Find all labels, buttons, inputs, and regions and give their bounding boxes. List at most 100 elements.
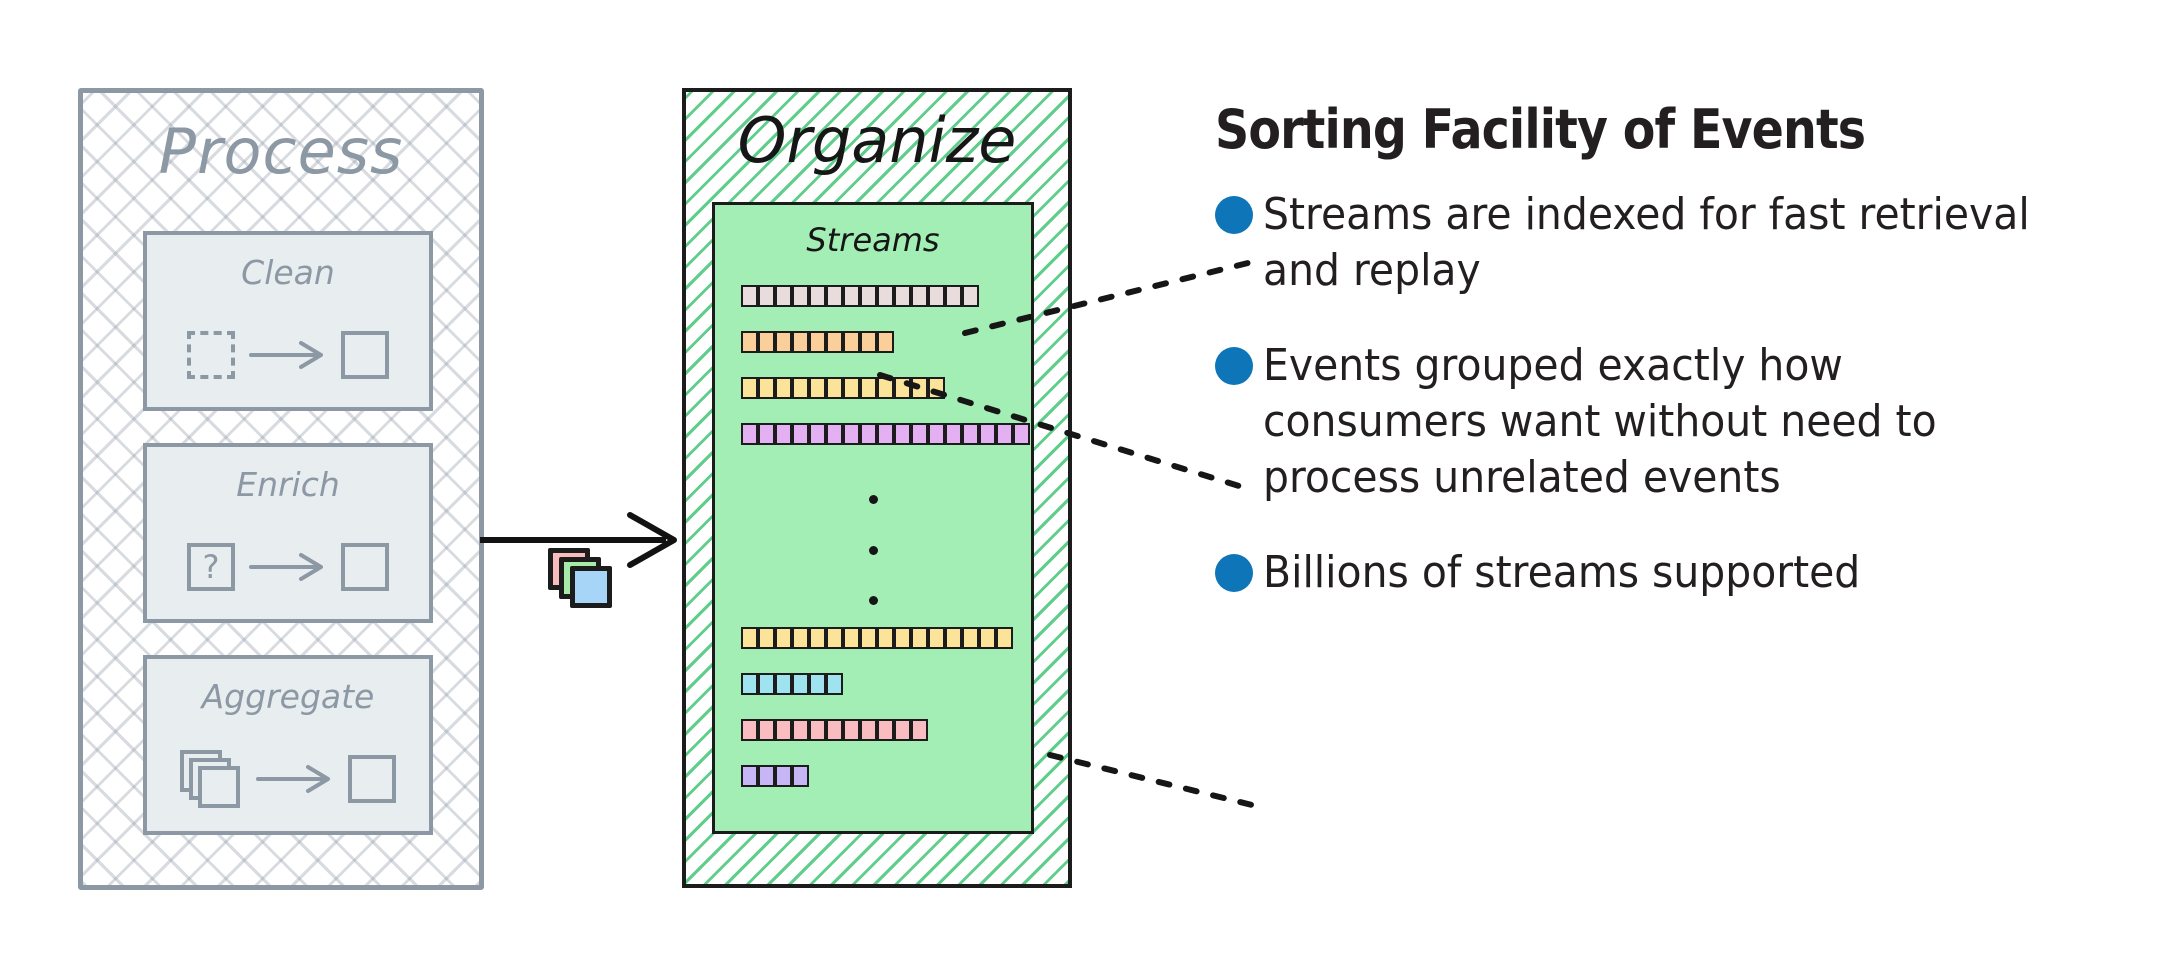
stream-row-3 <box>741 377 945 399</box>
process-panel: Process Clean Enrich ? Aggregate <box>78 88 484 890</box>
stream-segment <box>826 627 843 649</box>
stream-segment <box>775 423 792 445</box>
stream-segment <box>1013 423 1030 445</box>
stream-segment <box>741 719 758 741</box>
stream-segment <box>860 377 877 399</box>
process-card-label: Enrich <box>236 465 340 504</box>
info-panel: Sorting Facility of Events Streams are i… <box>1215 98 2135 639</box>
stream-segment <box>758 719 775 741</box>
stacked-squares-icon <box>180 750 242 808</box>
bullet-dot-icon <box>1215 346 1253 385</box>
stacked-cards-icon <box>548 548 618 610</box>
stream-segment <box>809 719 826 741</box>
stream-segment <box>775 765 792 787</box>
stream-segment <box>809 627 826 649</box>
process-card-glyphs: ? <box>147 531 429 603</box>
stream-segment <box>877 285 894 307</box>
stream-segment <box>962 285 979 307</box>
stream-segment <box>945 423 962 445</box>
stream-segment <box>758 673 775 695</box>
stream-segment <box>843 331 860 353</box>
stream-segment <box>775 331 792 353</box>
stream-segment <box>758 423 775 445</box>
process-panel-title: Process <box>158 115 404 188</box>
stream-segment <box>996 423 1013 445</box>
stream-segment <box>792 765 809 787</box>
stream-segment <box>775 673 792 695</box>
stream-row-4 <box>741 423 1030 445</box>
stream-segment <box>826 423 843 445</box>
stream-segment <box>945 627 962 649</box>
stream-segment <box>741 423 758 445</box>
stream-segment <box>843 627 860 649</box>
stream-segment <box>809 331 826 353</box>
stream-segment <box>741 673 758 695</box>
stream-segment <box>894 627 911 649</box>
stream-row-2 <box>741 331 894 353</box>
stream-segment <box>758 765 775 787</box>
stream-segment <box>877 377 894 399</box>
stream-segment <box>826 719 843 741</box>
stream-segment <box>877 719 894 741</box>
stream-segment <box>775 627 792 649</box>
stream-segment <box>894 423 911 445</box>
stream-segment <box>928 627 945 649</box>
stream-segment <box>758 627 775 649</box>
stream-segment <box>792 719 809 741</box>
bullet-text: Streams are indexed for fast retrieval a… <box>1263 189 2030 297</box>
process-card-clean[interactable]: Clean <box>143 231 433 411</box>
stream-segment <box>860 627 877 649</box>
stream-segment <box>741 285 758 307</box>
stream-segment <box>894 285 911 307</box>
stream-segment <box>945 285 962 307</box>
stream-segment <box>962 627 979 649</box>
stream-segment <box>860 331 877 353</box>
stream-segment <box>792 377 809 399</box>
stream-segment <box>996 627 1013 649</box>
stream-segment <box>843 719 860 741</box>
stream-segment <box>860 285 877 307</box>
stream-segment <box>792 673 809 695</box>
stream-segment <box>809 673 826 695</box>
bullet-item: Billions of streams supported <box>1215 545 2135 601</box>
stream-row-8 <box>741 765 809 787</box>
stream-segment <box>758 377 775 399</box>
dashed-square-icon <box>187 331 235 379</box>
stream-segment <box>792 285 809 307</box>
bullet-item: Streams are indexed for fast retrieval a… <box>1215 187 2135 300</box>
streams-box: Streams <box>712 202 1034 834</box>
stream-segment <box>741 377 758 399</box>
stream-row-1 <box>741 285 979 307</box>
stream-segment <box>826 377 843 399</box>
organize-panel-title: Organize <box>737 104 1017 177</box>
flow-arrow-icon <box>480 512 677 568</box>
stream-segment <box>741 331 758 353</box>
stream-segment <box>792 423 809 445</box>
square-icon <box>341 543 389 591</box>
process-card-aggregate[interactable]: Aggregate <box>143 655 433 835</box>
stream-segment <box>809 285 826 307</box>
stream-segment <box>911 719 928 741</box>
bullet-item: Events grouped exactly how consumers wan… <box>1215 338 2135 507</box>
page-title: Sorting Facility of Events <box>1215 98 1866 161</box>
stream-segment <box>826 673 843 695</box>
stream-segment <box>758 285 775 307</box>
bullet-text: Events grouped exactly how consumers wan… <box>1263 339 1937 504</box>
process-card-label: Aggregate <box>201 677 375 716</box>
bullet-dot-icon <box>1215 553 1253 592</box>
stream-segment <box>792 627 809 649</box>
arrow-right-icon <box>256 765 330 793</box>
stream-segment <box>741 765 758 787</box>
stream-segment <box>962 423 979 445</box>
stream-segment <box>928 285 945 307</box>
arrow-right-icon <box>249 553 323 581</box>
bullet-dot-icon <box>1215 196 1253 234</box>
connector-line-3 <box>1047 752 1255 808</box>
stream-segment <box>860 423 877 445</box>
process-card-enrich[interactable]: Enrich ? <box>143 443 433 623</box>
stream-segment <box>826 285 843 307</box>
bullet-list: Streams are indexed for fast retrieval a… <box>1215 187 2135 601</box>
arrow-right-icon <box>249 341 323 369</box>
stream-row-6 <box>741 673 843 695</box>
stream-segment <box>911 627 928 649</box>
